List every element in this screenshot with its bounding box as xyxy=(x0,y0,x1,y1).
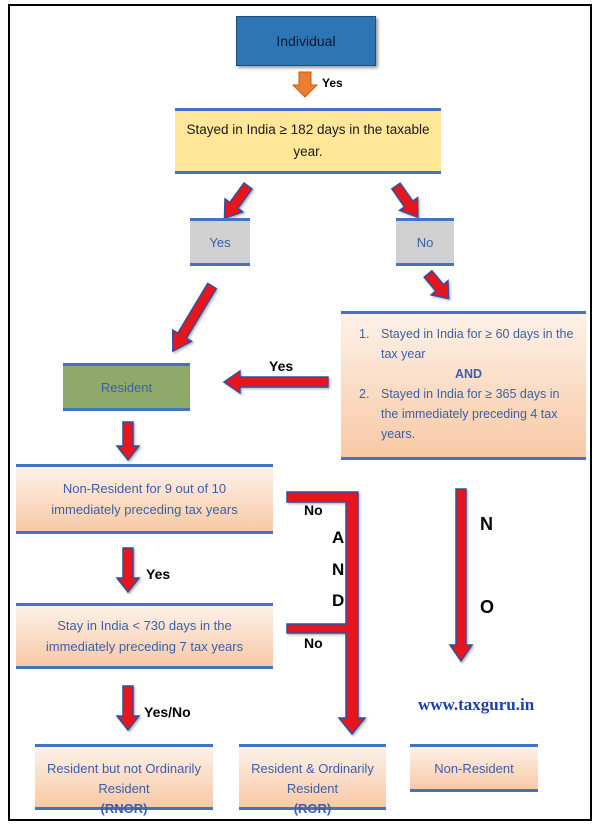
individual-box: Individual xyxy=(236,16,376,66)
and-label: AND xyxy=(454,367,483,381)
label-yes-mid: Yes xyxy=(146,566,171,582)
label-no-n: N xyxy=(480,514,493,534)
label-no-o: O xyxy=(480,597,495,617)
and-connector-to-ror xyxy=(286,491,367,736)
condition-1: 1. Stayed in India for ≥ 60 days in the … xyxy=(359,324,578,364)
yes-box: Yes xyxy=(190,218,250,266)
no-box: No xyxy=(396,218,454,266)
conditions-box: 1. Stayed in India for ≥ 60 days in the … xyxy=(341,311,586,460)
yes-box-label: Yes xyxy=(209,234,231,250)
ror-abbr: (ROR) xyxy=(293,801,332,816)
diagram-frame xyxy=(8,4,592,821)
label-no-lower: No xyxy=(304,635,323,651)
stayed-182-label: Stayed in India ≥ 182 days in the taxabl… xyxy=(186,122,430,159)
non-resident-label: Non-Resident xyxy=(434,760,514,776)
arrow-to-no xyxy=(390,182,419,219)
rnor-label: Resident but not Ordinarily Resident xyxy=(47,761,201,796)
ror-label: Resident & Ordinarily Resident xyxy=(251,761,374,796)
resident-label: Resident xyxy=(100,379,153,395)
label-yes-top: Yes xyxy=(322,76,343,90)
arrow-stay-to-rnor xyxy=(115,685,141,732)
nr-9-of-10-label: Non-Resident for 9 out of 10 immediately… xyxy=(51,481,238,517)
arrow-no-to-conditions xyxy=(423,269,450,300)
label-and-n: N xyxy=(332,560,345,579)
arrow-resident-down xyxy=(115,421,141,462)
label-no-upper: No xyxy=(304,502,323,518)
ror-box: Resident & Ordinarily Resident (ROR) xyxy=(239,744,386,816)
label-and-d: D xyxy=(332,591,345,610)
condition-1-text: Stayed in India for ≥ 60 days in the tax… xyxy=(381,327,574,361)
individual-label: Individual xyxy=(276,33,336,49)
non-resident-box: Non-Resident xyxy=(410,744,538,792)
arrow-to-yes xyxy=(223,182,254,220)
stay-730-label: Stay in India < 730 days in the immediat… xyxy=(45,618,244,654)
stay-730-box: Stay in India < 730 days in the immediat… xyxy=(16,603,273,669)
rnor-box: Resident but not Ordinarily Resident (RN… xyxy=(35,744,213,816)
arrow-nr-to-stay xyxy=(115,547,141,594)
stayed-182-box: Stayed in India ≥ 182 days in the taxabl… xyxy=(175,108,441,174)
label-and-a: A xyxy=(332,528,345,547)
condition-2-text: Stayed in India for ≥ 365 days in the im… xyxy=(381,387,560,441)
rnor-abbr: (RNOR) xyxy=(100,801,148,816)
resident-box: Resident xyxy=(63,363,190,411)
no-box-label: No xyxy=(416,234,434,250)
watermark-text: www.taxguru.in xyxy=(418,695,535,714)
condition-1-number: 1. xyxy=(359,327,370,341)
arrow-conditions-to-resident xyxy=(222,369,329,395)
condition-2-number: 2. xyxy=(359,387,370,401)
label-yes-no: Yes/No xyxy=(144,704,191,720)
arrow-no-to-non-resident xyxy=(448,488,474,663)
condition-2: 2. Stayed in India for ≥ 365 days in the… xyxy=(359,384,578,444)
orange-down-arrow xyxy=(291,71,319,98)
label-yes-resident: Yes xyxy=(269,358,294,374)
nr-9-of-10-box: Non-Resident for 9 out of 10 immediately… xyxy=(16,464,273,534)
arrow-yes-to-resident xyxy=(171,282,218,353)
